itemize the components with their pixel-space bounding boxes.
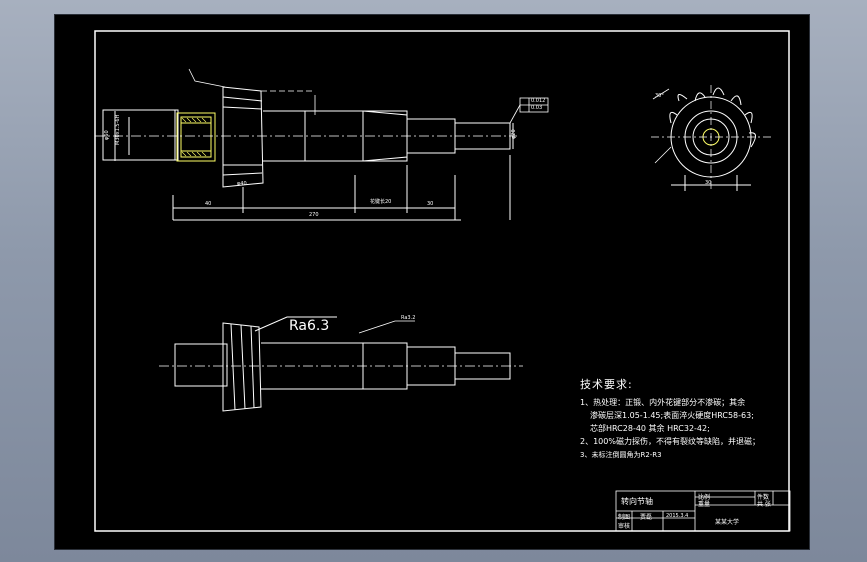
school-name: 某某大学: [715, 519, 740, 526]
dim-end-length: 30: [427, 201, 434, 207]
tech-req-line-1: 1、热处理：正锻、内外花键部分不渗碳；其余: [580, 398, 746, 407]
dim-total-length: 270: [309, 212, 319, 218]
tech-req-line-5: 3、未标注倒圆角为R2-R3: [580, 451, 662, 459]
engineering-drawing: [94, 30, 791, 532]
designer-name: 贾磊: [640, 514, 653, 521]
sheet-label: 共 张: [757, 501, 771, 508]
dim-bore-spec: M30x1.5-6H: [115, 114, 121, 145]
title-block: [615, 490, 791, 532]
gear-outline: [222, 322, 262, 412]
dim-angle: 30°: [655, 93, 664, 99]
bore-section: [176, 112, 216, 162]
weight-label: 重量: [698, 501, 711, 508]
bevel-gear-profile: [222, 86, 264, 188]
dim-front-od: 30: [705, 180, 712, 186]
tech-req-line-2: 渗碳层深1.05-1.45;表面淬火硬度HRC58-63;: [590, 411, 754, 420]
roughness-small: Ra3.2: [401, 315, 416, 321]
ratio-label: 比例: [698, 494, 711, 501]
dim-gear-length: 40: [205, 201, 212, 207]
shaft-section-view: [95, 68, 549, 221]
dim-end-dia: φ20: [511, 129, 517, 139]
drawing-border: [94, 30, 790, 532]
dim-gear-od: φ40: [237, 181, 247, 187]
gear-end-view: [651, 85, 771, 191]
tolerance-b: 0.03: [531, 105, 543, 111]
drawing-date: 2015.3.4: [666, 513, 689, 519]
qty-label: 件数: [757, 494, 770, 501]
tech-req-title: 技术要求:: [580, 378, 633, 391]
drawing-sheet: Ra6.3 270 40 花键长20 30 M30x1.5-6H φ60 φ40…: [54, 14, 810, 550]
part-name: 转向节轴: [621, 497, 653, 506]
dim-spline-length: 花键长20: [370, 199, 392, 205]
shaft-exterior-view: [159, 316, 523, 412]
designer-label: 制图: [618, 514, 631, 521]
roughness-label: Ra6.3: [289, 318, 330, 334]
dim-bore-dia: φ60: [104, 130, 110, 140]
tech-req-line-3: 芯部HRC28-40 其余 HRC32-42;: [590, 424, 710, 433]
tolerance-a: 0.012: [531, 98, 546, 104]
gear-teeth: [669, 87, 756, 148]
tech-req-line-4: 2、100%磁力探伤，不得有裂纹等缺陷，并退磁；: [580, 437, 760, 446]
checker-label: 审核: [618, 523, 631, 530]
